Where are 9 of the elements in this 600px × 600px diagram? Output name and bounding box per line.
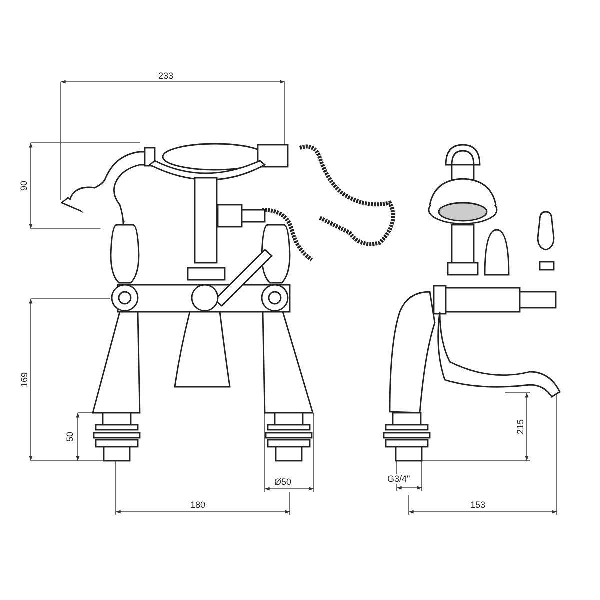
dimension-label: Ø50 <box>274 477 293 487</box>
dimension-label: 169 <box>19 371 30 389</box>
dimension-label: 50 <box>65 431 75 443</box>
dimension-label: G3/4" <box>386 474 412 484</box>
dimension-label: 233 <box>158 71 175 81</box>
dimension-label: 90 <box>19 180 29 192</box>
dimension-label: 215 <box>515 418 526 436</box>
dimension-label: 180 <box>190 500 207 510</box>
dimension-label: 153 <box>470 500 487 510</box>
